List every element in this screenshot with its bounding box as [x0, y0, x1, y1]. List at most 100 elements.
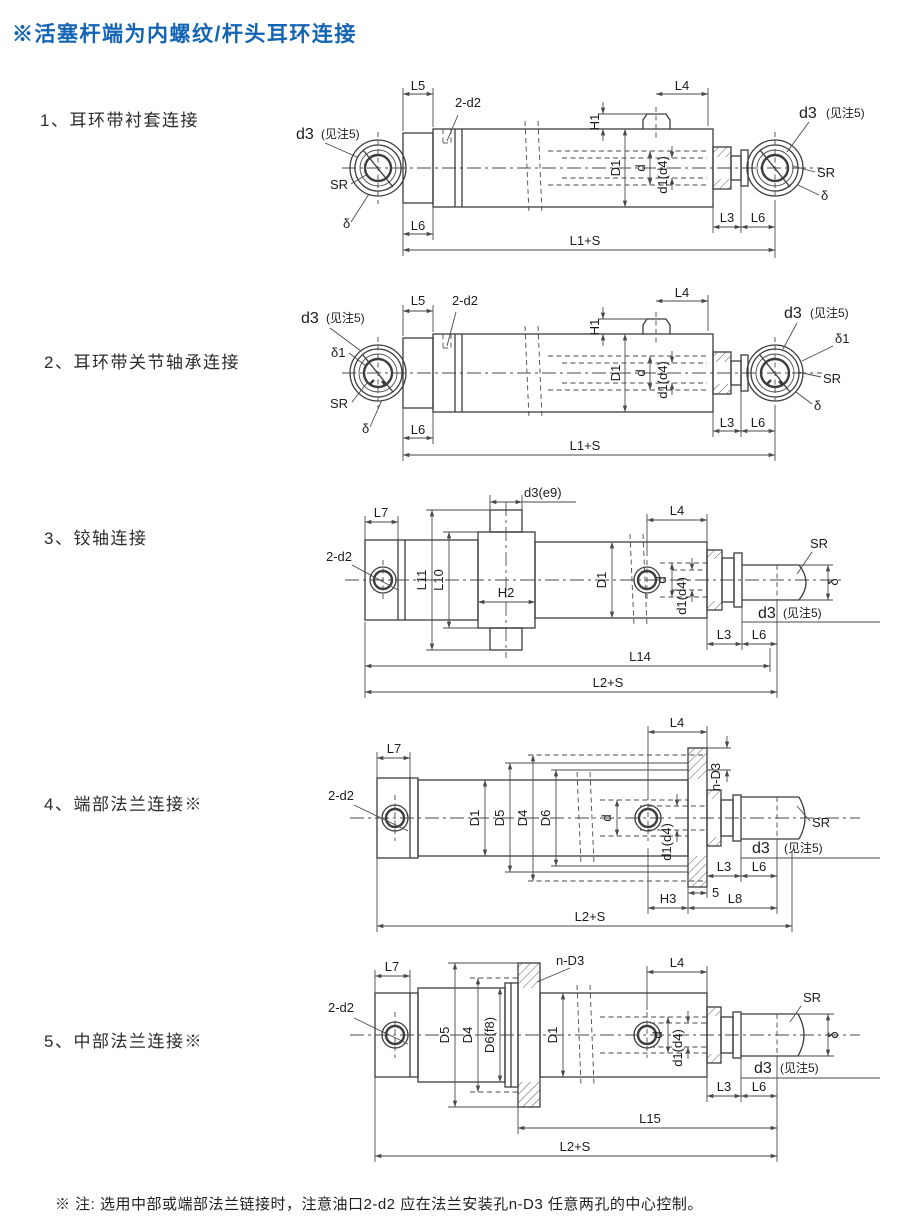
dim-label-d3-right: d3 [799, 105, 817, 122]
dim-label-d: d [654, 576, 669, 583]
dim-label-d1d4: d1(d4) [674, 577, 689, 615]
dim-label-note5: (见注5) [780, 1060, 819, 1075]
footnote: ※ 注: 选用中部或端部法兰链接时，注意油口2-d2 应在法兰安装孔n-D3 任… [55, 1196, 703, 1213]
dim-label-d1-cap: D1 [608, 160, 623, 177]
dim-label-l5: L5 [411, 293, 425, 308]
dim-label-d6: D6 [538, 810, 553, 827]
dim-label-l4: L4 [670, 955, 684, 970]
piston-rod [741, 1013, 805, 1057]
dim-label-l6-left: L6 [411, 422, 425, 437]
rod-eye-right [746, 337, 804, 409]
section-label-3: 3、铰轴连接 [44, 529, 148, 548]
dim-label-d1: D1 [594, 572, 609, 589]
dim-label-l7: L7 [385, 959, 399, 974]
section-label-1: 1、耳环带衬套连接 [40, 111, 199, 130]
dim-label-delta-right: δ [821, 188, 828, 203]
dim-label-5: 5 [712, 885, 719, 900]
dim-label-l10: L10 [431, 569, 446, 591]
dim-label-l3: L3 [720, 415, 734, 430]
dim-label-2d2: 2-d2 [326, 549, 352, 564]
dim-label-d4: D4 [515, 810, 530, 827]
dim-label-note5: (见注5) [784, 840, 823, 855]
dim-label-d: d [633, 164, 648, 171]
dim-label-sr-right: SR [823, 371, 841, 386]
dim-label-2d2: 2-d2 [328, 1000, 354, 1015]
dim-label-d1-cap: D1 [608, 365, 623, 382]
dim-label-h1: H1 [587, 114, 602, 131]
dim-label-sr: SR [803, 990, 821, 1005]
dim-label-l6: L6 [752, 1079, 766, 1094]
dim-label-l2s: L2+S [593, 675, 624, 690]
dim-label-l7: L7 [374, 505, 388, 520]
dim-label-d1: D1 [467, 810, 482, 827]
dim-label-d: d [599, 814, 614, 821]
dim-label-note5-left: (见注5) [321, 126, 360, 141]
cylinder-body [364, 502, 708, 658]
dimension-lines [353, 726, 880, 932]
dim-label-l4: L4 [670, 503, 684, 518]
dim-label-d3-left: d3 [301, 310, 319, 327]
rod-gland [706, 1006, 742, 1064]
dim-label-l1s: L1+S [570, 233, 601, 248]
rod-gland [706, 549, 743, 611]
dimension-lines [329, 295, 834, 461]
dim-label-2d2: 2-d2 [455, 95, 481, 110]
dim-label-delta: δ [826, 578, 841, 585]
dim-label-2d2: 2-d2 [328, 788, 354, 803]
dim-label-d1d4: d1(d4) [655, 156, 670, 194]
dimension-lines [353, 962, 880, 1162]
dim-label-l2s: L2+S [560, 1139, 591, 1154]
dim-label-note5-right: (见注5) [826, 105, 865, 120]
dim-label-l6-right: L6 [751, 415, 765, 430]
dimension-labels: L5 2-d2 L4 H1 D1 d d1(d4) d3 (见注5) SR δ … [296, 78, 865, 248]
dim-label-delta-right: δ [814, 398, 821, 413]
dim-label-l3: L3 [717, 859, 731, 874]
dim-label-d1d4: d1(d4) [655, 361, 670, 399]
dim-label-l7: L7 [387, 741, 401, 756]
dim-label-delta1-left: δ1 [331, 345, 345, 360]
dim-label-l4: L4 [675, 78, 689, 93]
dim-label-nd3: n-D3 [708, 763, 723, 791]
dim-label-sr-left: SR [330, 177, 348, 192]
dim-label-l8: L8 [728, 891, 742, 906]
dim-label-l3: L3 [717, 1079, 731, 1094]
dim-label-d: d [633, 369, 648, 376]
piston-rod [742, 564, 807, 601]
dim-label-d1d4: d1(d4) [670, 1029, 685, 1067]
dimension-labels: L5 2-d2 L4 H1 D1 d d1(d4) d3 (见注5) δ1 SR… [301, 285, 849, 453]
cylinder-body [402, 107, 714, 215]
dim-label-l6: L6 [752, 627, 766, 642]
dim-label-note5: (见注5) [783, 605, 822, 620]
dim-label-2d2: 2-d2 [452, 293, 478, 308]
dimension-lines [351, 495, 880, 698]
section-label-4: 4、端部法兰连接※ [44, 795, 203, 814]
dim-label-note5-right: (见注5) [810, 305, 849, 320]
dim-label-l4: L4 [675, 285, 689, 300]
end-flange [505, 747, 708, 888]
rod-gland [712, 146, 749, 190]
dim-label-l4: L4 [670, 715, 684, 730]
dim-label-l2s: L2+S [575, 909, 606, 924]
dim-label-sr-right: SR [817, 165, 835, 180]
dim-label-l15: L15 [639, 1111, 661, 1126]
rod-eye-right [746, 132, 804, 204]
diagram-2-eye-bearing: L5 2-d2 L4 H1 D1 d d1(d4) d3 (见注5) δ1 SR… [301, 285, 849, 461]
dim-label-d3: d3 [752, 840, 770, 857]
page-title: ※活塞杆端为内螺纹/杆头耳环连接 [12, 23, 357, 46]
dim-label-d1d4: d1(d4) [659, 823, 674, 861]
dim-label-h1: H1 [587, 319, 602, 336]
dim-label-d4: D4 [460, 1027, 475, 1044]
dim-label-sr-left: SR [330, 396, 348, 411]
dim-label-h3: H3 [660, 891, 677, 906]
piston-rod [741, 796, 806, 840]
diagram-5-middle-flange: L7 2-d2 D5 D4 D6(f8) D1 n-D3 L4 d d1(d4)… [328, 953, 880, 1162]
section-label-5: 5、中部法兰连接※ [44, 1032, 203, 1051]
dim-label-h2: H2 [498, 585, 515, 600]
dim-label-d3e9: d3(e9) [524, 485, 562, 500]
dim-label-delta-left: δ [343, 216, 350, 231]
dim-label-nd3: n-D3 [556, 953, 584, 968]
diagram-3-trunnion: d3(e9) L7 2-d2 L11 L10 H2 D1 L4 d d1(d4)… [326, 485, 880, 698]
dim-label-delta: δ [826, 1031, 841, 1038]
